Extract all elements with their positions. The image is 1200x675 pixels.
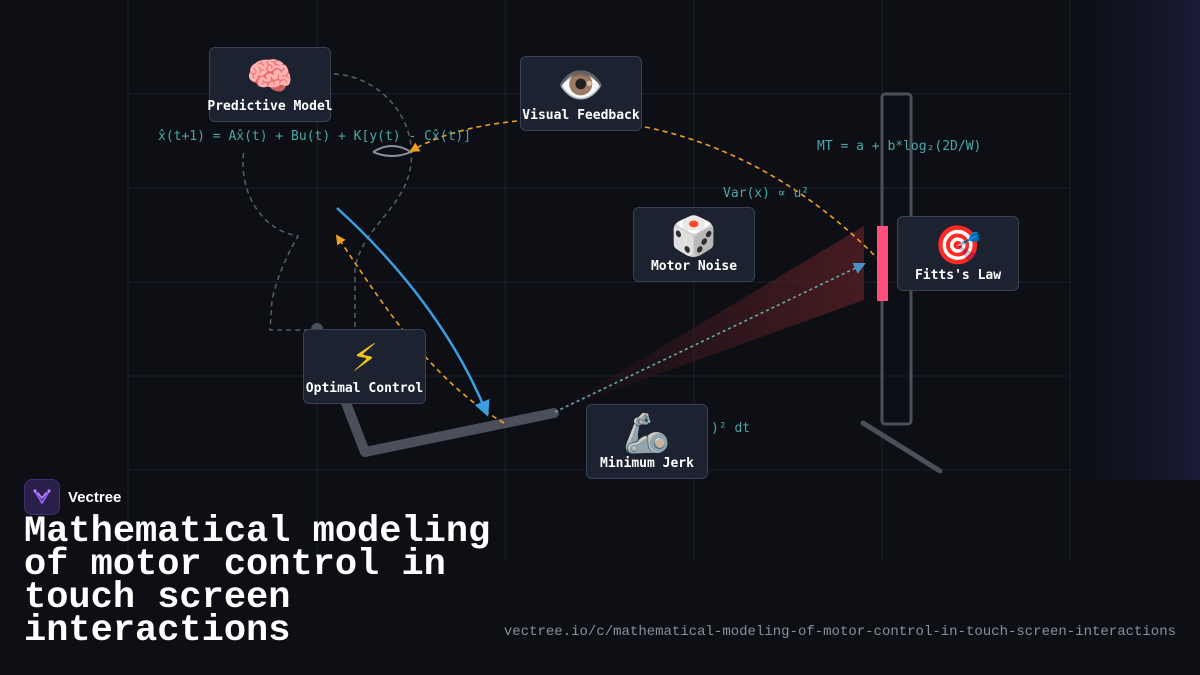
device-stand <box>860 420 943 474</box>
node-minimum-jerk[interactable]: 🦾 Minimum Jerk <box>586 404 708 479</box>
node-label: Minimum Jerk <box>600 456 694 471</box>
user-eye-outline <box>372 145 414 157</box>
page-title: Mathematical modeling of motor control i… <box>24 511 491 652</box>
node-motor-noise[interactable]: 🎲 Motor Noise <box>633 207 755 282</box>
node-label: Predictive Model <box>207 99 333 114</box>
brand-name: Vectree <box>68 488 122 506</box>
user-head-outline <box>242 73 413 331</box>
jerk-equation: )² dt <box>711 421 751 436</box>
page-url[interactable]: vectree.io/c/mathematical-modeling-of-mo… <box>503 624 1176 640</box>
visual-feedback-arrow <box>409 120 518 153</box>
brand[interactable]: Vectree <box>24 479 121 515</box>
right-panel-glow <box>1070 0 1200 480</box>
robot-arm-icon: 🦾 <box>623 411 671 455</box>
eye-icon: 👁️ <box>557 63 605 107</box>
dice-icon: 🎲 <box>670 214 718 258</box>
lightning-icon: ⚡ <box>351 336 378 380</box>
node-label: Motor Noise <box>650 259 738 274</box>
noise-cone <box>553 226 864 412</box>
node-optimal-control[interactable]: ⚡ Optimal Control <box>303 329 426 404</box>
motor-command-arrow <box>336 207 490 417</box>
node-label: Fitts's Law <box>914 268 1002 283</box>
node-label: Visual Feedback <box>522 108 640 123</box>
vectree-logo-icon <box>24 479 60 515</box>
screen-to-eye-path <box>644 126 878 259</box>
target-region <box>877 226 888 301</box>
target-icon: 🎯 <box>934 223 982 267</box>
node-fitts-law[interactable]: 🎯 Fitts's Law <box>897 216 1019 291</box>
kalman-equation: x̂(t+1) = Ax̂(t) + Bu(t) + K[y(t) - Cx̂(… <box>158 129 472 144</box>
node-visual-feedback[interactable]: 👁️ Visual Feedback <box>520 56 642 131</box>
fitts-equation: MT = a + b*log₂(2D/W) <box>817 139 982 154</box>
variance-equation: Var(x) ∝ u² <box>723 186 810 201</box>
node-label: Optimal Control <box>305 381 424 396</box>
brain-icon: 🧠 <box>246 54 294 98</box>
node-predictive-model[interactable]: 🧠 Predictive Model <box>207 47 333 122</box>
